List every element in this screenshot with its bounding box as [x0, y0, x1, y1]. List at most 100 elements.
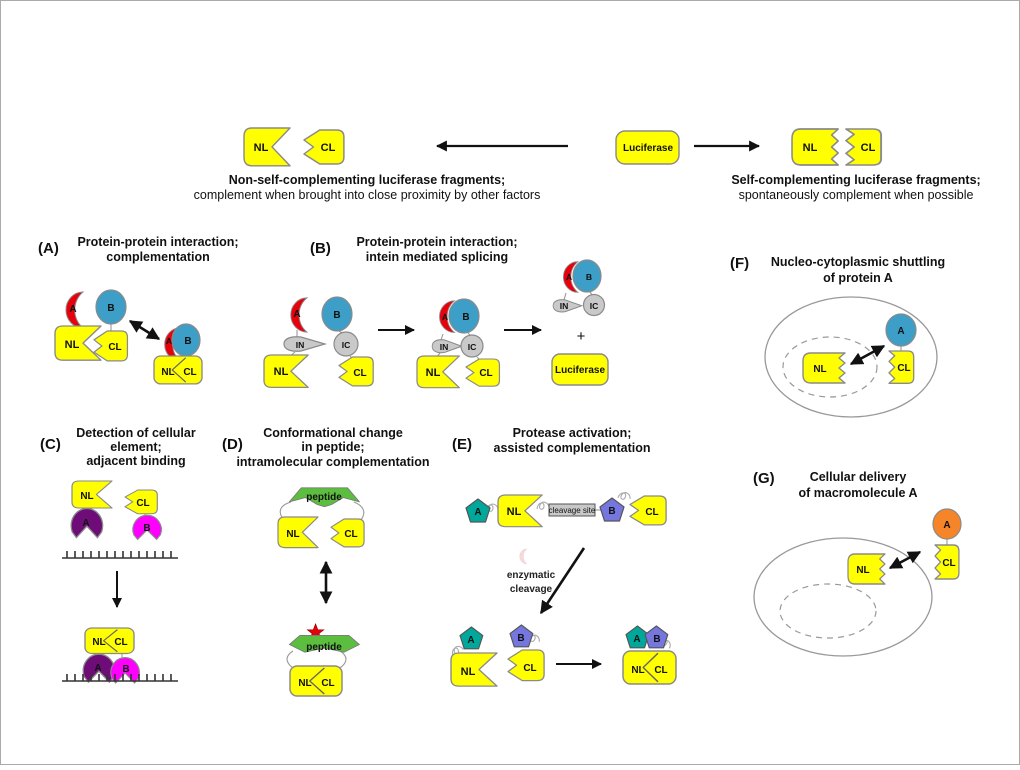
panel-d-title1: Conformational change [263, 426, 403, 440]
nonself-caption-bold: Non-self-complementing luciferase fragme… [229, 173, 505, 187]
protein-b [321, 296, 353, 332]
panel-g-tag: (G) [753, 470, 775, 487]
protein-a-label: A [442, 312, 448, 322]
protein-a-label: A [897, 326, 904, 337]
panel-d-tag: (D) [222, 436, 243, 453]
panel-c-title1: Detection of cellular [76, 426, 196, 440]
plus-sign: + [577, 328, 586, 345]
cl-label: CL [114, 637, 127, 648]
linker [440, 333, 444, 341]
intein-c-label: IC [342, 340, 351, 350]
protein-a-label: A [69, 304, 76, 315]
dna-ladder [61, 550, 179, 559]
panel-e-title1: Protease activation; [513, 426, 632, 440]
equilibrium-arrow [128, 319, 161, 341]
cl-label: CL [321, 678, 334, 689]
panel-d-title2: in peptide; [301, 440, 364, 454]
nl-label: NL [286, 529, 299, 540]
nl-label: NL [254, 142, 269, 154]
cl-label: CL [654, 665, 667, 676]
protein-b-label: B [586, 272, 592, 282]
nucleus-outline [779, 583, 877, 639]
intein-c-spliced [582, 293, 606, 317]
nl-label: NL [161, 367, 174, 378]
panel-g-title1: Cellular delivery [810, 470, 907, 484]
nl-label: NL [461, 666, 476, 678]
protein-b-label: B [184, 336, 191, 347]
intein-n-label: IN [296, 340, 305, 350]
panel-c-tag: (C) [40, 436, 61, 453]
cl-label: CL [108, 342, 121, 353]
intein-n-label: IN [440, 342, 449, 352]
cl-label: CL [861, 142, 876, 154]
element-b-label: B [143, 523, 150, 534]
intein-n [283, 336, 326, 352]
protein-a-label: A [566, 272, 572, 282]
intein-c-label: IC [590, 301, 599, 311]
cl-label: CL [321, 142, 336, 154]
shuttling-arrow [849, 344, 886, 366]
cleavage-arrow [539, 547, 586, 615]
element-b-label: B [122, 664, 129, 675]
peptide-label: peptide [306, 492, 342, 503]
panel-b: (B) Protein-protein interaction; intein … [263, 235, 609, 389]
protein-b-label: B [107, 303, 114, 314]
cl-label: CL [353, 368, 366, 379]
nl-label: NL [631, 665, 644, 676]
panel-g-title2: of macromolecule A [798, 486, 917, 500]
panel-f-title1: Nucleo-cytoplasmic shuttling [771, 255, 945, 269]
nl-label: NL [813, 364, 826, 375]
panel-c-title3: adjacent binding [86, 454, 185, 468]
cleavage-site-label: cleavage site [549, 506, 596, 515]
luciferase-label: Luciferase [623, 143, 673, 154]
delivery-arrow [888, 550, 922, 570]
protein-b [95, 289, 127, 325]
self-caption-bold: Self-complementing luciferase fragments; [731, 173, 980, 187]
linker-squiggle [536, 501, 550, 510]
linker [563, 292, 567, 301]
cl-label: CL [645, 507, 658, 518]
luciferase-product-box [551, 353, 609, 386]
protein-b-bound [448, 298, 480, 334]
nucleus-outline [782, 336, 878, 398]
protein-a [885, 313, 917, 347]
cl-label: CL [942, 558, 955, 569]
tag-a-label: A [467, 635, 474, 646]
panel-f-tag: (F) [730, 255, 749, 272]
peptide-label: peptide [306, 642, 342, 653]
macromolecule-a-label: A [943, 520, 950, 531]
panel-f-title2: of protein A [823, 271, 893, 285]
nl-label: NL [803, 142, 818, 154]
cl-label: CL [344, 529, 357, 540]
protein-b-label: B [462, 312, 469, 323]
panel-c-title2: element; [110, 440, 161, 454]
panel-e: (E) Protease activation; assisted comple… [449, 426, 677, 687]
cell-membrane [753, 537, 933, 657]
intein-c [333, 331, 359, 357]
nl-label: NL [274, 366, 289, 378]
tag-b-label: B [608, 506, 615, 517]
nl-label: NL [507, 506, 522, 518]
panel-b-title1: Protein-protein interaction; [356, 235, 517, 249]
panel-c: (C) Detection of cellular element; adjac… [40, 426, 196, 684]
cleavage-site-box [548, 503, 596, 517]
cl-label: CL [523, 663, 536, 674]
tag-a-label: A [633, 634, 640, 645]
nl-label: NL [856, 565, 869, 576]
linker-squiggle [617, 490, 632, 502]
intein-n-label: IN [560, 301, 569, 311]
element-a-label: A [82, 518, 89, 529]
nl-label: NL [298, 678, 311, 689]
element-a-label: A [94, 663, 101, 674]
cl-label: CL [136, 498, 149, 509]
tag-b-label: B [517, 633, 524, 644]
nl-label: NL [65, 339, 80, 351]
panel-a-title2: complementation [106, 250, 210, 264]
cl-label: CL [479, 368, 492, 379]
panel-e-tag: (E) [452, 436, 472, 453]
linker [339, 650, 347, 669]
protein-a-label: A [293, 309, 300, 320]
tag-a-label: A [474, 507, 481, 518]
